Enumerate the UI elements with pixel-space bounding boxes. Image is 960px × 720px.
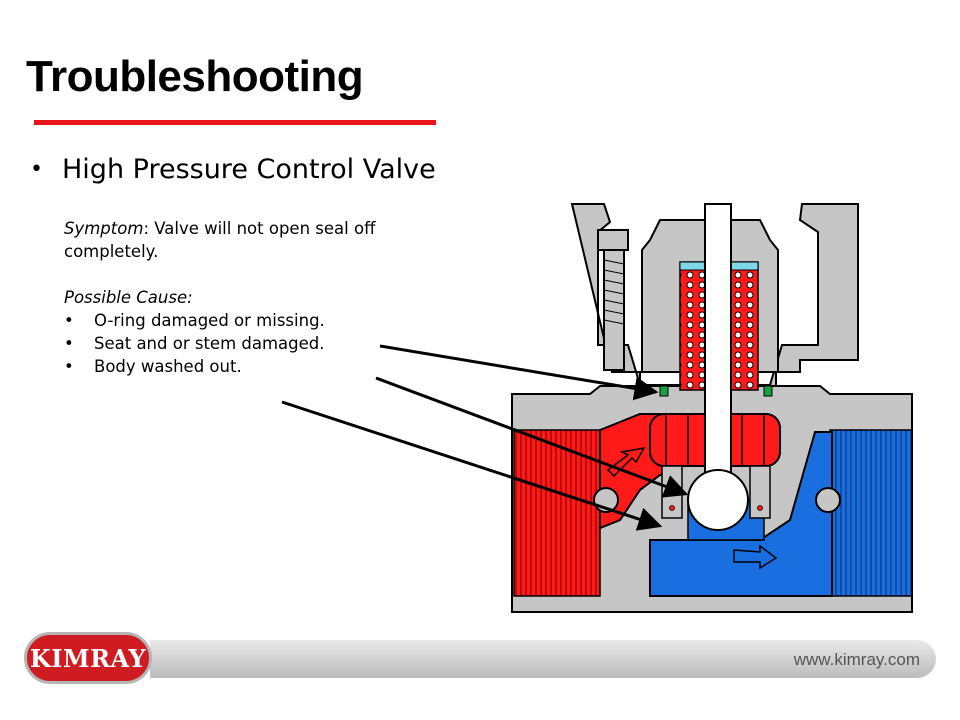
callout-arrow-seat (375, 376, 689, 498)
title-underline (34, 120, 436, 125)
oring-right (763, 385, 773, 397)
bullet-dot: • (30, 157, 43, 182)
cause-item: •Seat and or stem damaged. (64, 334, 325, 353)
oring-left (659, 385, 669, 397)
slide-title: Troubleshooting (26, 52, 364, 101)
outlet-passage (649, 431, 833, 597)
cause-label: Possible Cause: (64, 288, 193, 307)
logo-text: KIMRAY (29, 643, 147, 673)
spring-right (729, 261, 759, 391)
symptom-label: Symptom (64, 219, 144, 238)
callout-arrow-oring (379, 344, 659, 401)
symptom-line: Symptom: Valve will not open seal off co… (64, 217, 444, 263)
cause-item: •O-ring damaged or missing. (64, 311, 325, 330)
bonnet-bolt (597, 229, 629, 371)
main-bullet: • High Pressure Control Valve (30, 154, 436, 185)
kimray-logo: KIMRAY (24, 632, 152, 684)
inlet-threads (513, 429, 601, 597)
footer-band (150, 640, 936, 678)
outlet-port-hole (815, 487, 841, 513)
symptom-text: : Valve will not open seal off completel… (64, 219, 376, 261)
footer-url: www.kimray.com (793, 650, 920, 669)
body-text: Symptom: Valve will not open seal off co… (64, 217, 444, 378)
main-bullet-text: High Pressure Control Valve (62, 154, 436, 185)
outlet-flow-arrow (733, 544, 778, 570)
valve-stem (687, 203, 749, 531)
spring-left (679, 261, 709, 391)
outlet-threads (829, 429, 913, 597)
cause-item: •Body washed out. (64, 357, 242, 376)
cause-list: •O-ring damaged or missing. •Seat and or… (64, 309, 444, 378)
callout-arrow-body (281, 400, 663, 531)
